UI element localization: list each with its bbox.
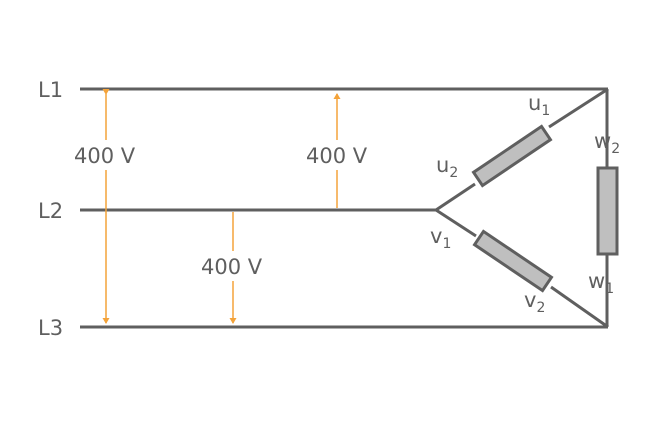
resistor-u: [471, 124, 553, 188]
terminal-label-w2: w2: [594, 129, 620, 157]
wire-node-to-v1: [435, 208, 477, 238]
terminal-label-w1: w1: [588, 269, 614, 297]
voltage-label-l2-l3: 400 V: [201, 255, 263, 279]
terminal-label-v1: v1: [430, 224, 451, 252]
label-bg-l1-l3: [72, 140, 152, 170]
resistor-w: [596, 166, 619, 256]
terminal-label-u1: u1: [528, 91, 550, 119]
wire-u2-to-node: [435, 182, 476, 212]
terminal-label-u2: u2: [436, 153, 458, 181]
line-label-l1: L1: [38, 78, 63, 102]
label-bg-l2-l3: [199, 251, 277, 281]
line-label-l2: L2: [38, 199, 63, 223]
wire-l1-to-u1: [548, 87, 609, 129]
voltage-label-l1-l3: 400 V: [74, 144, 136, 168]
terminal-label-v2: v2: [524, 288, 545, 316]
resistor-v: [472, 229, 554, 293]
wire-v2-to-l3: [550, 285, 609, 329]
line-label-l3: L3: [38, 316, 63, 340]
voltage-label-l1-l2: 400 V: [306, 144, 368, 168]
label-bg-l1-l2: [304, 140, 382, 170]
